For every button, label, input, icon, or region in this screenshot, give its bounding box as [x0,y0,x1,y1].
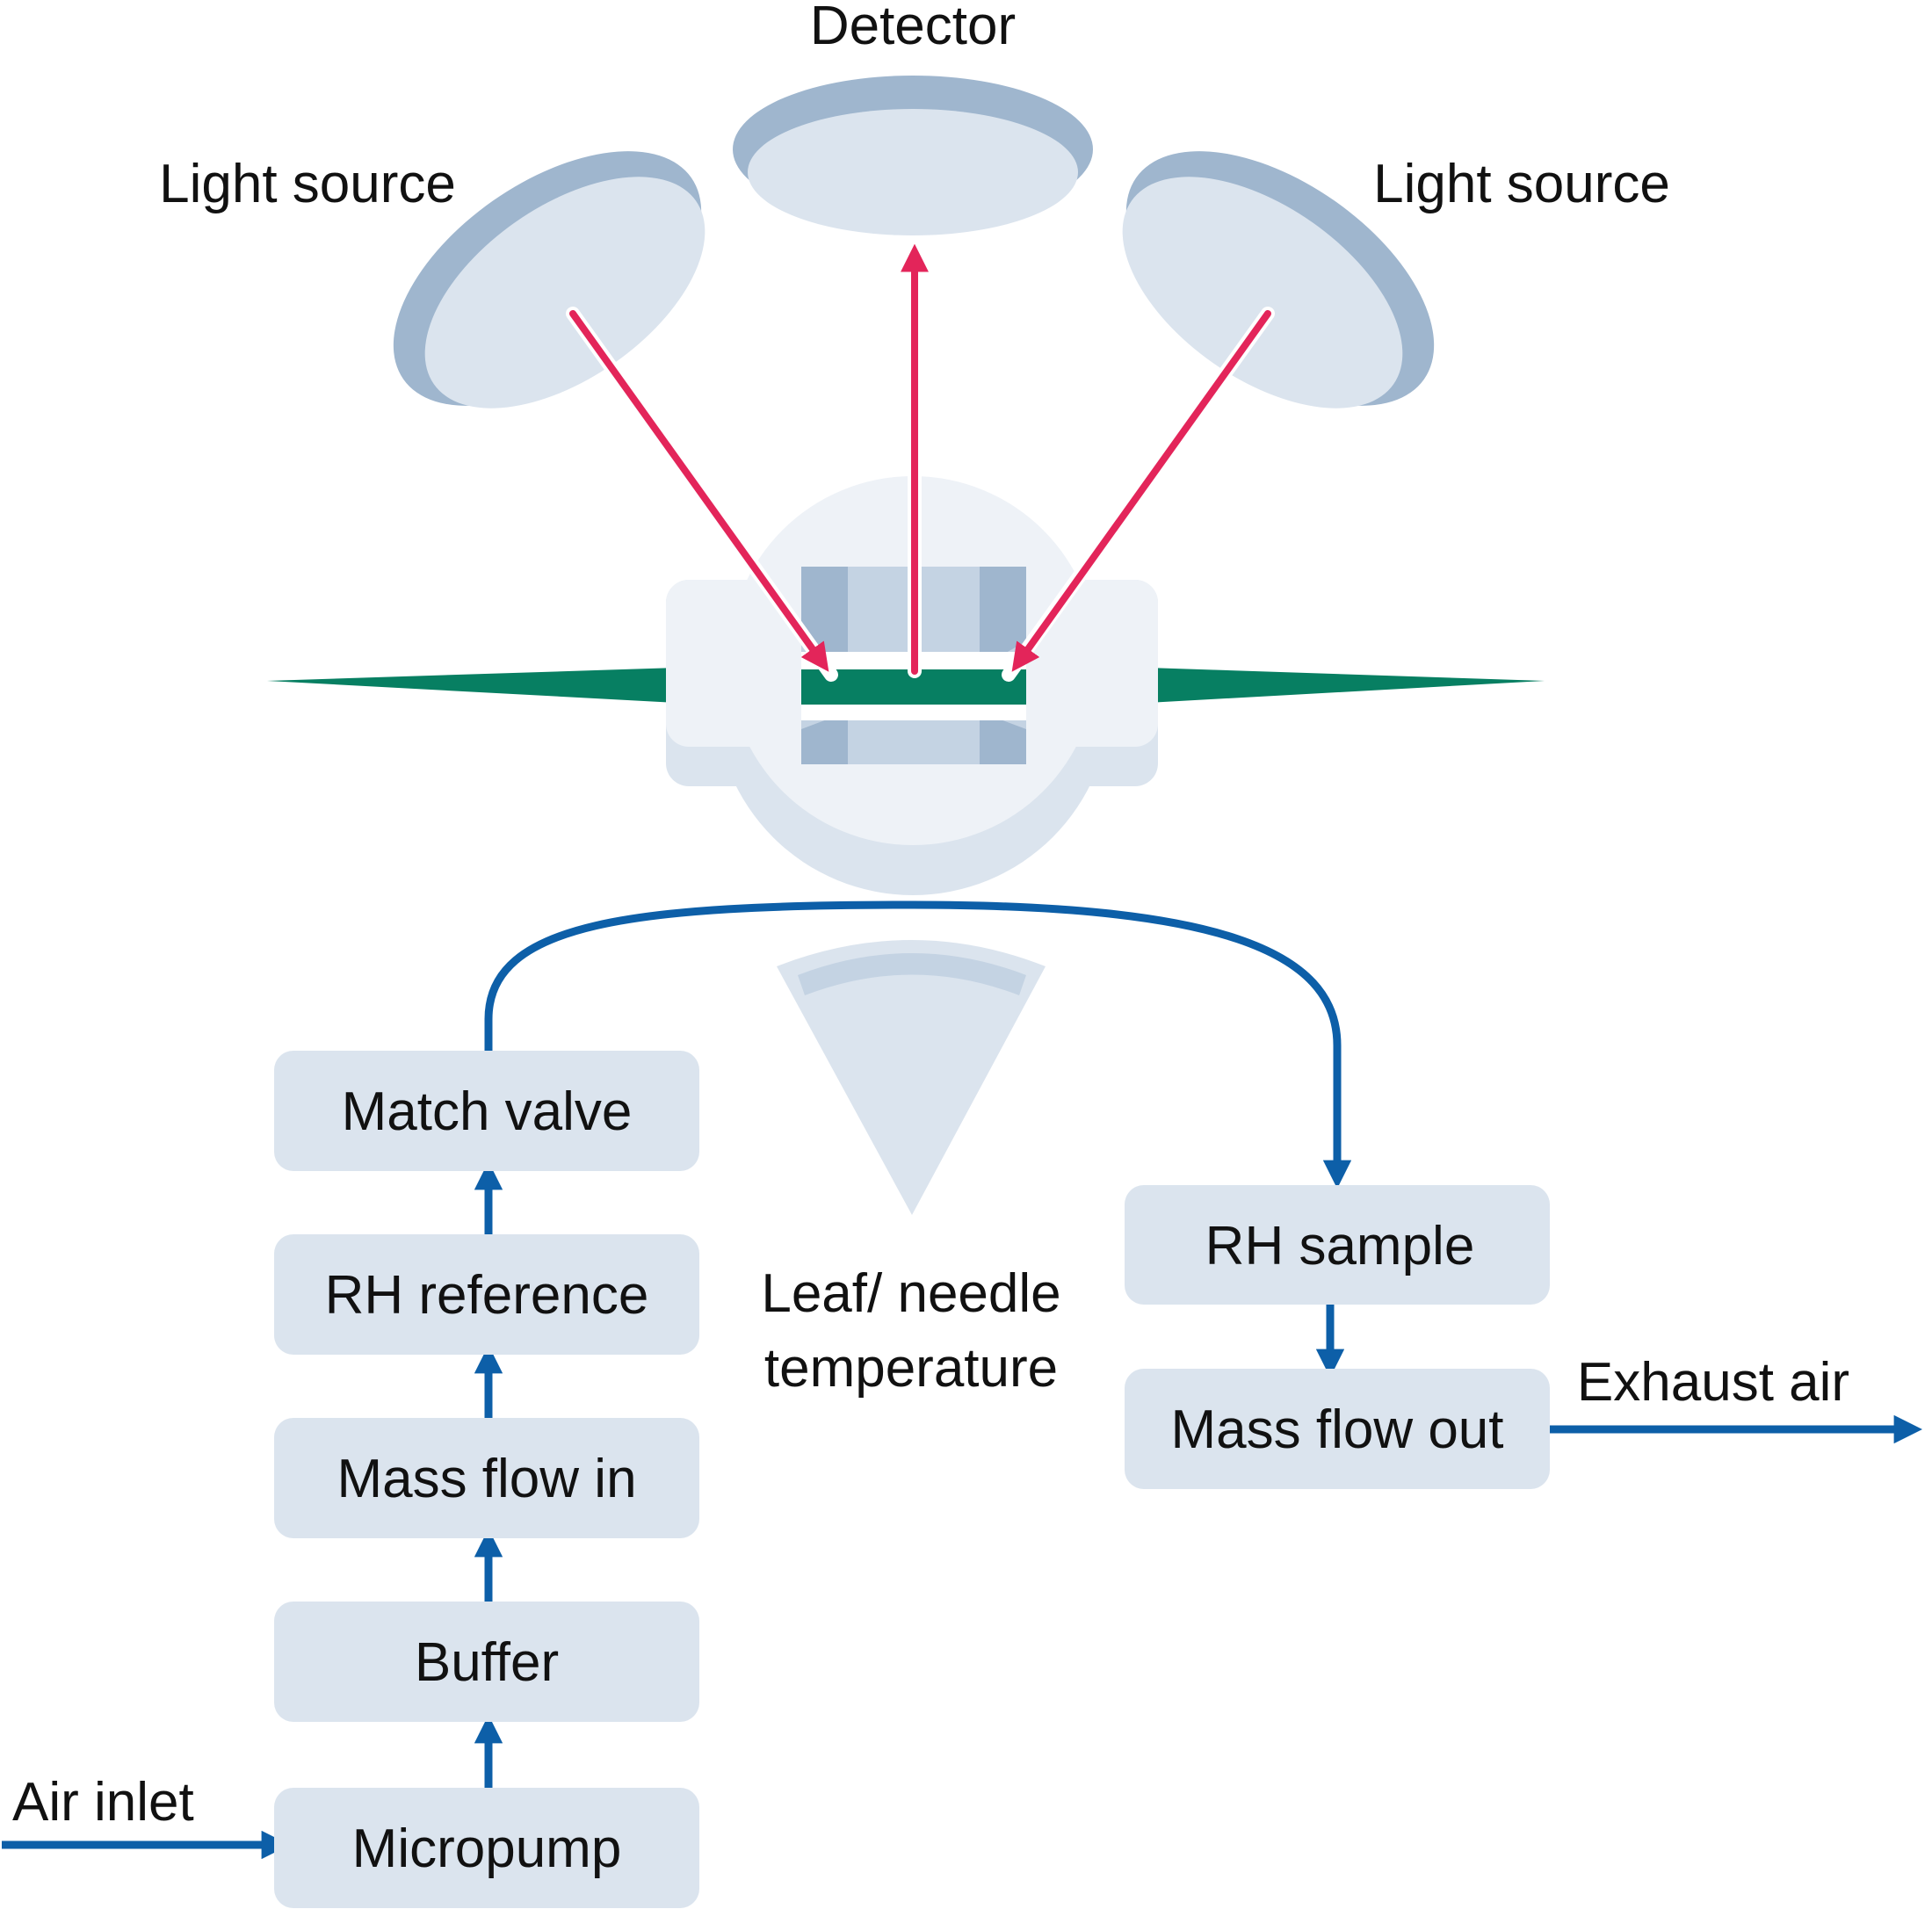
box-mass-flow-out: Mass flow out [1125,1369,1550,1489]
box-rh-reference-label: RH reference [325,1265,649,1326]
light-source-right-label: Light source [1373,154,1670,214]
light-source-left-label: Light source [159,154,456,214]
box-micropump-label: Micropump [352,1819,622,1879]
exhaust-air-label: Exhaust air [1577,1352,1849,1413]
box-buffer-label: Buffer [415,1632,559,1693]
box-mass-flow-out-label: Mass flow out [1170,1399,1503,1460]
detector-label: Detector [810,0,1016,56]
leaf-temperature-label-line1: Leaf/ needle [761,1263,1060,1324]
temperature-sensor [777,940,1046,1215]
outlet-chain: RH sample Mass flow out [1125,1185,1550,1489]
flow-loop-pipe [484,900,1352,1189]
box-rh-reference: RH reference [274,1234,699,1355]
leaf-blade-left [267,668,677,703]
air-inlet-label: Air inlet [12,1772,194,1833]
box-buffer: Buffer [274,1602,699,1722]
box-mass-flow-in: Mass flow in [274,1418,699,1538]
box-rh-sample: RH sample [1125,1185,1550,1305]
leaf-temperature-label-line2: temperature [764,1338,1058,1399]
box-match-valve-label: Match valve [342,1081,633,1142]
box-mass-flow-in-label: Mass flow in [336,1449,636,1509]
box-rh-sample-label: RH sample [1205,1216,1475,1276]
detector-lens [733,76,1093,235]
leaf-blade-right [1147,668,1545,703]
inlet-chain: Match valve RH reference Mass flow in Bu… [274,1051,699,1908]
box-micropump: Micropump [274,1788,699,1908]
light-source-left [393,151,706,409]
light-source-right [1122,151,1435,409]
box-match-valve: Match valve [274,1051,699,1171]
